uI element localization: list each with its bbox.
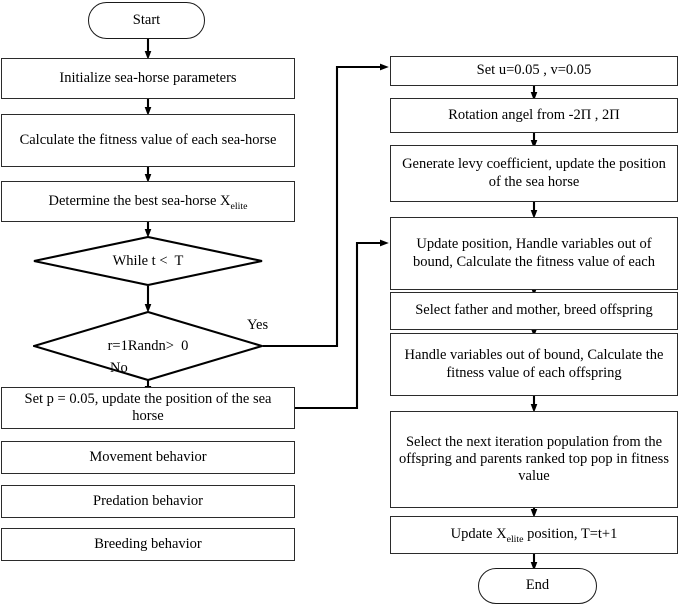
step-handle-offspring-fitness: Handle variables out of bound, Calculate… [390, 333, 678, 396]
step-update-elite-position: Update Xelite position, T=t+1 [390, 516, 678, 554]
step-set-p-label: Set p = 0.05, update the position of the… [24, 390, 272, 424]
subscript-elite-right: elite [506, 534, 524, 546]
step-breeding-behavior-label: Breeding behavior [94, 535, 202, 552]
decision-while-t-lt-T: While t < T [33, 236, 263, 286]
step-rotation-angel: Rotation angel from -2Π , 2Π [390, 98, 678, 133]
step-set-u-v: Set u=0.05 , v=0.05 [390, 56, 678, 86]
step-select-next-population-label: Select the next iteration population fro… [399, 433, 669, 485]
step-update-position-handle: Update position, Handle variables out of… [390, 217, 678, 290]
start-label: Start [132, 11, 161, 28]
start-terminator: Start [88, 2, 205, 39]
decision-r-randn: r=1Randn> 0 [33, 311, 263, 381]
step-movement-behavior-label: Movement behavior [89, 448, 207, 465]
step-rotation-angel-label: Rotation angel from -2Π , 2Π [448, 106, 620, 123]
step-update-elite-position-label: Update Xelite position, T=t+1 [450, 526, 618, 546]
decision-while-t-lt-T-label: While t < T [112, 252, 184, 269]
step-movement-behavior: Movement behavior [1, 441, 295, 474]
step-select-parents-breed: Select father and mother, breed offsprin… [390, 292, 678, 330]
step-handle-offspring-fitness-label: Handle variables out of bound, Calculate… [404, 347, 664, 381]
step-select-next-population: Select the next iteration population fro… [390, 411, 678, 508]
branch-label-yes: Yes [247, 317, 269, 333]
end-label: End [525, 577, 550, 594]
end-terminator: End [478, 568, 597, 604]
step-determine-best-seahorse-label: Determine the best sea-horse Xelite [48, 192, 248, 212]
step-update-position-handle-label: Update position, Handle variables out of… [413, 236, 655, 270]
step-set-u-v-label: Set u=0.05 , v=0.05 [476, 62, 592, 79]
step-predation-behavior-label: Predation behavior [93, 492, 203, 509]
step-initialize-parameters-label: Initialize sea-horse parameters [59, 69, 237, 86]
decision-r-randn-label: r=1Randn> 0 [107, 337, 189, 354]
step-calculate-fitness: Calculate the fitness value of each sea-… [1, 114, 295, 167]
step-initialize-parameters: Initialize sea-horse parameters [1, 58, 295, 99]
step-predation-behavior: Predation behavior [1, 485, 295, 518]
subscript-elite: elite [230, 200, 248, 212]
step-calculate-fitness-label: Calculate the fitness value of each sea-… [19, 131, 277, 148]
step-generate-levy-label: Generate levy coefficient, update the po… [402, 156, 666, 190]
step-determine-best-seahorse: Determine the best sea-horse Xelite [1, 181, 295, 222]
step-generate-levy: Generate levy coefficient, update the po… [390, 145, 678, 202]
step-set-p: Set p = 0.05, update the position of the… [1, 387, 295, 429]
branch-label-no: No [110, 360, 128, 376]
step-breeding-behavior: Breeding behavior [1, 528, 295, 561]
step-select-parents-breed-label: Select father and mother, breed offsprin… [415, 302, 653, 319]
